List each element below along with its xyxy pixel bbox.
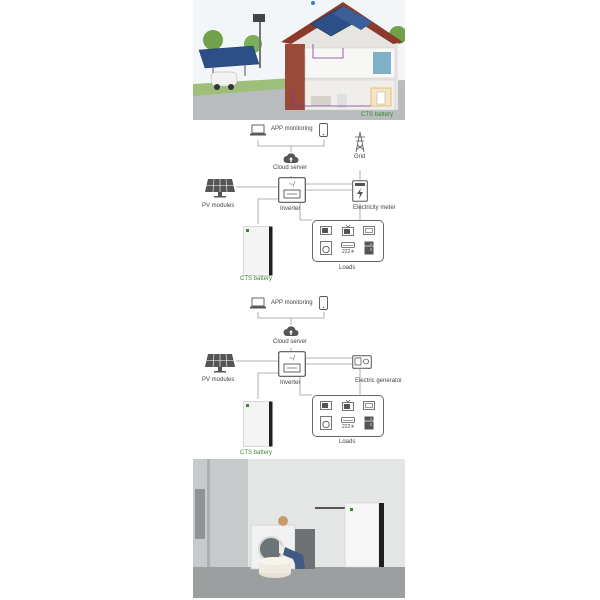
electricity-meter-icon (352, 180, 368, 202)
svg-text:~/: ~/ (289, 356, 295, 363)
battery-icon (243, 401, 273, 447)
inverter-label: Inverter (280, 206, 301, 212)
cloud-server-label: Cloud server (273, 339, 308, 345)
loads-label: Loads (339, 439, 356, 445)
microwave-icon (320, 226, 332, 235)
solar-panel-icon (205, 353, 235, 373)
laundry-room-photo (193, 459, 405, 598)
pv-modules-label: PV modules (202, 203, 235, 209)
inverter-label: Inverter (280, 380, 301, 386)
battery-label: CTS battery (240, 276, 273, 282)
grid-label: Grid (354, 154, 366, 160)
oven-icon (363, 401, 375, 410)
air-conditioner-icon (341, 417, 355, 423)
microwave-icon (320, 401, 332, 410)
house-illustration (193, 0, 405, 120)
battery-label: CTS battery (240, 450, 273, 456)
washing-machine-icon (320, 241, 332, 255)
phone-icon (319, 296, 328, 310)
cloud-server-label: Cloud server (273, 165, 308, 171)
electricity-meter-label: Electricity meter (353, 205, 396, 211)
cloud-upload-icon (283, 152, 299, 164)
generator-system-diagram: APP monitoring Cloud server PV modules ~… (0, 295, 600, 460)
tv-icon (342, 225, 354, 236)
generator-icon (352, 355, 372, 369)
power-tower-icon (353, 132, 367, 152)
house-battery-label: CTS battery (361, 112, 394, 118)
cloud-upload-icon (283, 325, 299, 337)
app-monitoring-label: APP monitoring (271, 126, 313, 132)
refrigerator-icon (364, 241, 374, 255)
svg-text:~/: ~/ (289, 182, 295, 189)
air-conditioner-icon (341, 242, 355, 248)
pv-modules-label: PV modules (202, 377, 235, 383)
load-small-text: 222✳ (342, 249, 355, 255)
load-small-text: 222✳ (342, 424, 355, 430)
washing-machine-icon (320, 416, 332, 430)
laptop-icon (250, 124, 266, 136)
phone-icon (319, 123, 328, 137)
tv-icon (342, 400, 354, 411)
laptop-icon (250, 297, 266, 309)
inverter-icon: ~/ (278, 177, 306, 203)
electric-generator-label: Electric generator (355, 378, 403, 384)
battery-icon (243, 226, 273, 276)
app-monitoring-label: APP monitoring (271, 300, 313, 306)
solar-panel-icon (205, 178, 235, 198)
refrigerator-icon (364, 416, 374, 430)
oven-icon (363, 226, 375, 235)
grid-system-diagram: APP monitoring Cloud server Grid PV modu… (0, 120, 600, 290)
inverter-icon: ~/ (278, 351, 306, 377)
loads-label: Loads (339, 265, 356, 271)
